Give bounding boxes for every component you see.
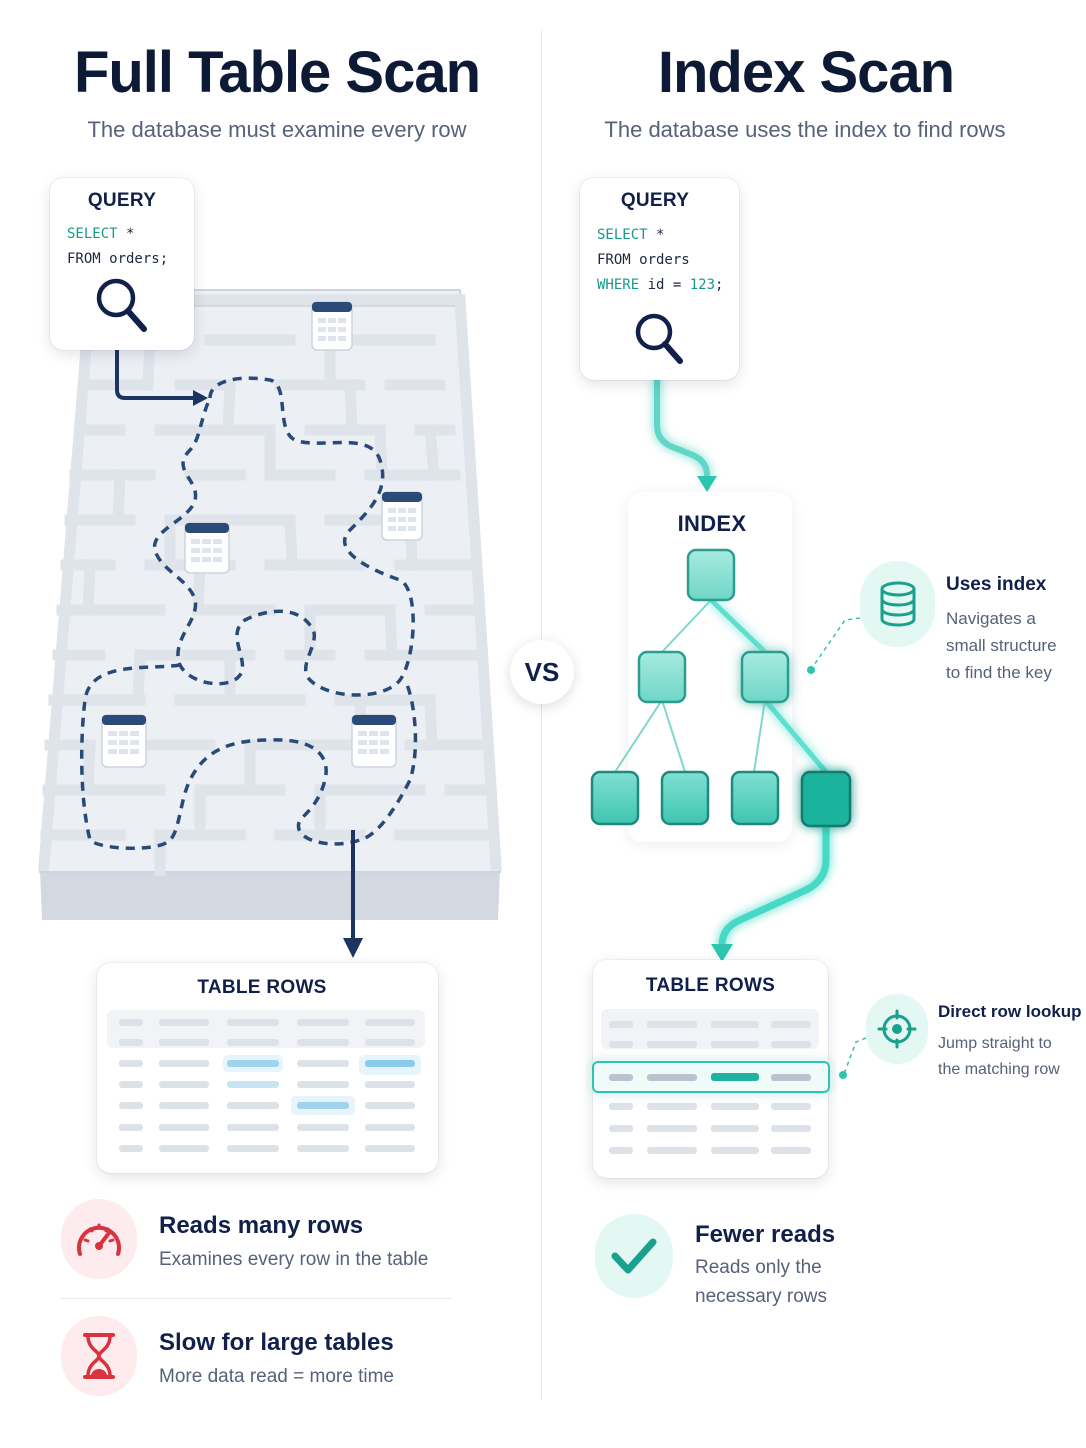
database-icon <box>880 581 915 627</box>
left-subtitle: The database must examine every row <box>87 117 467 142</box>
callout-index-title: Uses index <box>946 574 1047 595</box>
btree-leaf-node <box>660 770 710 826</box>
right-feature-desc-2: necessary rows <box>695 1286 827 1307</box>
hourglass-icon <box>83 1333 115 1379</box>
center-divider <box>541 30 542 1400</box>
left-query-label: QUERY <box>87 190 157 211</box>
left-exit-arrow <box>343 830 363 958</box>
right-table-rows-label: TABLE ROWS <box>645 975 776 996</box>
sql-text: id = <box>639 277 690 293</box>
right-feature-desc-1: Reads only the <box>695 1257 822 1278</box>
sql-keyword: SELECT <box>67 226 118 242</box>
sql-keyword: WHERE <box>597 277 640 293</box>
left-title: Full Table Scan <box>73 40 481 105</box>
left-feature-separator <box>60 1298 452 1299</box>
target-icon <box>877 1009 917 1049</box>
right-query-card: QUERY SELECT * FROM orders WHERE id = 12… <box>580 178 739 380</box>
sql-text: * <box>647 227 665 243</box>
btree-branch-node <box>637 650 687 704</box>
hourglass-icon-circle <box>61 1316 137 1396</box>
btree-root-node <box>686 548 736 602</box>
speedometer-icon-circle <box>61 1199 137 1279</box>
btree-branch-node <box>740 650 790 704</box>
checkmark-icon <box>611 1238 657 1274</box>
right-feature-title: Fewer reads <box>695 1221 836 1248</box>
index-label: INDEX <box>677 511 747 536</box>
right-query-label: QUERY <box>620 190 690 211</box>
right-table-rows-grid <box>592 1009 830 1154</box>
right-title: Index Scan <box>657 40 955 105</box>
sql-text: ; <box>715 277 724 293</box>
sql-text: * <box>117 226 135 242</box>
sql-text: FROM orders; <box>67 251 169 267</box>
callout-lookup-desc-2: the matching row <box>938 1061 1060 1078</box>
right-flow-connectors <box>654 375 830 962</box>
maze-illustration <box>38 289 502 920</box>
left-table-rows-label: TABLE ROWS <box>197 977 327 998</box>
left-table-rows-card: TABLE ROWS <box>97 963 438 1173</box>
sql-value: 123 <box>689 277 716 293</box>
sql-keyword: SELECT <box>597 227 648 243</box>
left-feature-2-desc: More data read = more time <box>159 1366 394 1387</box>
maze-base-edge <box>40 870 500 920</box>
speedometer-icon <box>77 1223 121 1256</box>
btree-target-leaf-node <box>800 770 852 828</box>
full-scan-path <box>79 376 418 850</box>
vs-badge: VS <box>510 640 574 704</box>
database-icon-circle <box>860 561 935 647</box>
sql-text: FROM orders <box>597 252 690 268</box>
left-query-code: SELECT * FROM orders; <box>67 222 168 272</box>
magnifier-icon <box>96 278 147 332</box>
left-feature-1-title: Reads many rows <box>159 1212 364 1239</box>
callout-index-desc-2: small structure <box>946 636 1057 655</box>
callout-index-desc-3: to find the key <box>946 663 1052 682</box>
checkmark-icon-circle <box>595 1214 673 1298</box>
left-feature-1-desc: Examines every row in the table <box>159 1249 429 1270</box>
callout-index-desc-1: Navigates a <box>946 609 1036 628</box>
left-table-rows-grid <box>107 1010 425 1152</box>
btree-leaf-node <box>590 770 640 826</box>
maze-table-icons <box>101 301 423 768</box>
left-feature-2-title: Slow for large tables <box>159 1329 394 1356</box>
magnifier-icon <box>635 313 683 364</box>
callout-lookup-connector <box>839 1037 867 1079</box>
btree-leaf-node <box>730 770 780 826</box>
left-query-arrow <box>115 348 208 406</box>
right-subtitle: The database uses the index to find rows <box>604 117 1006 142</box>
target-icon-circle <box>866 994 928 1064</box>
callout-lookup-desc-1: Jump straight to <box>938 1035 1052 1052</box>
callout-lookup-title: Direct row lookup <box>938 1002 1082 1021</box>
right-query-code: SELECT * FROM orders WHERE id = 123; <box>597 223 723 298</box>
btree-diagram <box>590 548 852 828</box>
callout-index-connector <box>807 617 861 674</box>
left-query-card: QUERY SELECT * FROM orders; <box>50 178 194 350</box>
